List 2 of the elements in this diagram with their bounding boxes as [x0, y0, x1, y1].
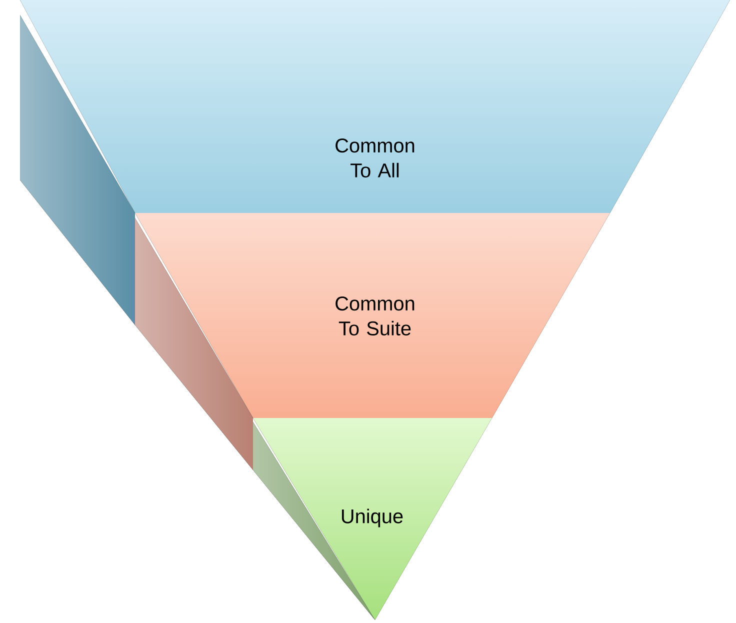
funnel-band: Common To Suite [135, 213, 610, 470]
funnel-band: Unique [253, 418, 492, 620]
